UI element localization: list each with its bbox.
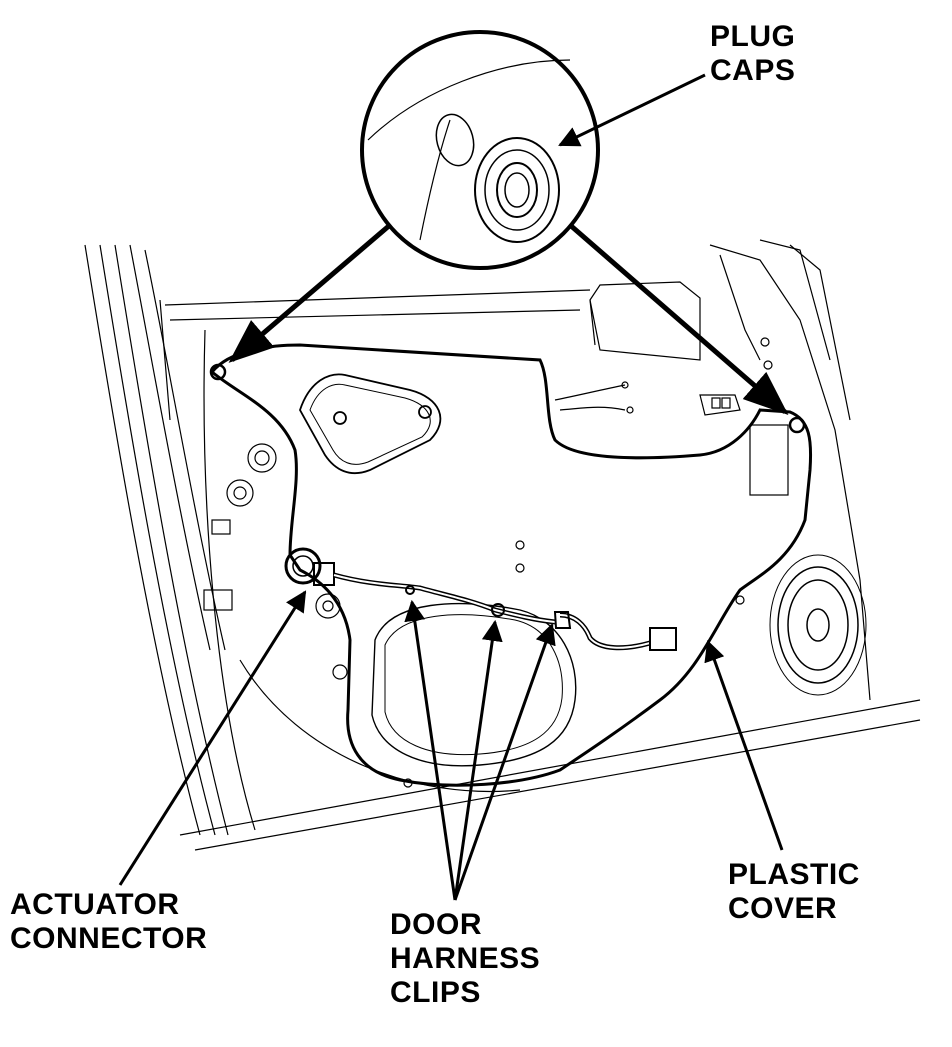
door-frame [84, 239, 921, 851]
plug-caps-line-2: CAPS [710, 54, 796, 87]
actuator-connector-label: ACTUATOR CONNECTOR [10, 888, 207, 956]
plastic-cover-label: PLASTIC COVER [728, 858, 860, 926]
arrow-plug-right [568, 223, 789, 415]
plug-caps-line-1: PLUG [710, 20, 796, 53]
arrow-plug-left [228, 223, 392, 363]
arrow-plastic-cover [704, 640, 784, 851]
speaker [769, 554, 867, 696]
door-harness-clips-line-1: DOOR [390, 908, 482, 941]
cover-cutout [299, 373, 442, 475]
plug-cap-holes [209, 363, 806, 434]
actuator-connector-line-2: CONNECTOR [10, 922, 208, 955]
lower-cavity [371, 602, 577, 767]
plug-cap-detail [360, 30, 600, 270]
plastic-cover-line-1: PLASTIC [728, 858, 860, 891]
door-harness-clips-line-3: CLIPS [390, 976, 481, 1009]
arrow-clip-2 [453, 619, 503, 901]
plug-caps-label: PLUG CAPS [710, 20, 795, 88]
door-harness-clips-label: DOOR HARNESS CLIPS [390, 908, 540, 1010]
arrow-actuator [118, 590, 307, 886]
door-harness [284, 547, 677, 651]
arrow-clip-3 [453, 623, 556, 901]
leader-arrows [118, 73, 789, 901]
arrow-plug-caps [558, 73, 706, 147]
arrow-clip-1 [404, 599, 457, 901]
actuator-connector-line-1: ACTUATOR [10, 888, 180, 921]
door-harness-clips-line-2: HARNESS [390, 942, 541, 975]
plastic-cover-line-2: COVER [728, 892, 838, 925]
plastic-cover-outline [209, 343, 813, 787]
door-inner-details [203, 337, 789, 788]
